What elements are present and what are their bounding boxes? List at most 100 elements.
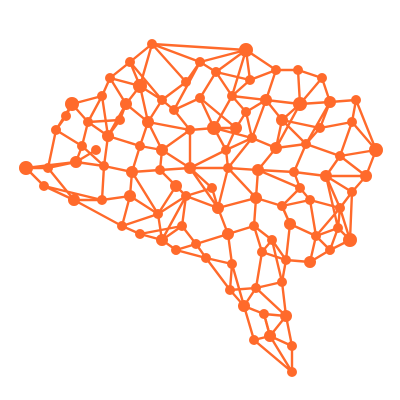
network-node (284, 218, 296, 230)
network-node (125, 57, 135, 67)
network-node (97, 91, 107, 101)
network-node (142, 116, 154, 128)
network-node (39, 181, 49, 191)
network-node (305, 195, 315, 205)
network-edge (150, 42, 202, 64)
network-edge (216, 196, 258, 210)
network-node (83, 117, 93, 127)
network-node (191, 239, 201, 249)
network-node (195, 57, 205, 67)
network-node (211, 67, 221, 77)
network-edge (146, 120, 192, 132)
network-edge (188, 148, 228, 170)
network-node (68, 194, 80, 206)
network-node (264, 330, 276, 342)
network-node (222, 228, 234, 240)
network-node (70, 156, 82, 168)
network-edge (318, 120, 354, 130)
network-node (124, 190, 136, 202)
network-edge (156, 194, 188, 216)
network-edge (86, 118, 122, 124)
network-node (97, 195, 107, 205)
network-node (238, 300, 250, 312)
network-node (250, 192, 262, 204)
network-node (102, 130, 114, 142)
network-edge (174, 248, 208, 260)
network-edge (138, 42, 154, 88)
network-edge (188, 166, 220, 210)
network-node (335, 203, 345, 213)
network-node (241, 107, 251, 117)
network-edge (252, 338, 294, 374)
network-node (207, 183, 217, 193)
network-edge (100, 94, 110, 138)
network-node (293, 65, 303, 75)
network-node (304, 256, 316, 268)
network-node (293, 97, 307, 111)
network-node (360, 170, 372, 182)
network-node (212, 202, 224, 214)
network-edge (304, 142, 342, 158)
network-edge (46, 166, 76, 202)
network-node (259, 309, 269, 319)
network-node (65, 97, 79, 111)
network-node (315, 123, 325, 133)
network-node (351, 95, 361, 105)
network-node (276, 114, 288, 126)
network-node (249, 335, 259, 345)
network-edge (268, 334, 294, 374)
network-edge (230, 262, 246, 308)
network-node (317, 73, 327, 83)
network-node (369, 143, 383, 157)
network-edge (274, 102, 302, 150)
network-edge (216, 166, 230, 210)
network-edge (338, 120, 354, 158)
network-node (155, 165, 165, 175)
network-node (120, 98, 132, 110)
network-node (105, 73, 115, 83)
network-node (343, 233, 357, 247)
network-edge (180, 194, 188, 228)
network-edge (284, 222, 292, 262)
network-edge (314, 206, 342, 238)
network-edge (254, 250, 264, 290)
network-node (170, 180, 182, 192)
network-node (51, 125, 61, 135)
network-node (295, 183, 305, 193)
network-node (91, 145, 101, 155)
network-edge (214, 70, 252, 82)
network-node (43, 163, 53, 173)
network-edge (270, 238, 284, 284)
network-node (207, 121, 221, 135)
network-node (185, 125, 195, 135)
network-node (126, 166, 138, 178)
network-node (227, 259, 237, 269)
network-node (247, 133, 257, 143)
network-edge (308, 198, 342, 210)
network-edge (256, 168, 302, 190)
network-edge (72, 198, 124, 228)
network-edge (256, 168, 296, 174)
network-node (281, 255, 291, 265)
network-node (61, 111, 71, 121)
network-node (181, 191, 191, 201)
network-node (252, 164, 264, 176)
network-node (177, 221, 187, 231)
network-node (221, 145, 231, 155)
network-node (225, 285, 235, 295)
network-node (324, 96, 336, 108)
network-node (335, 151, 345, 161)
network-edge (226, 136, 254, 170)
network-node (156, 144, 168, 156)
network-node (257, 247, 267, 257)
network-edge (130, 170, 160, 216)
network-node (184, 162, 196, 174)
network-node (157, 95, 167, 105)
network-node (271, 65, 281, 75)
network-node (287, 341, 297, 351)
network-edge (42, 184, 104, 202)
network-edge (46, 128, 58, 170)
network-node (245, 75, 255, 85)
